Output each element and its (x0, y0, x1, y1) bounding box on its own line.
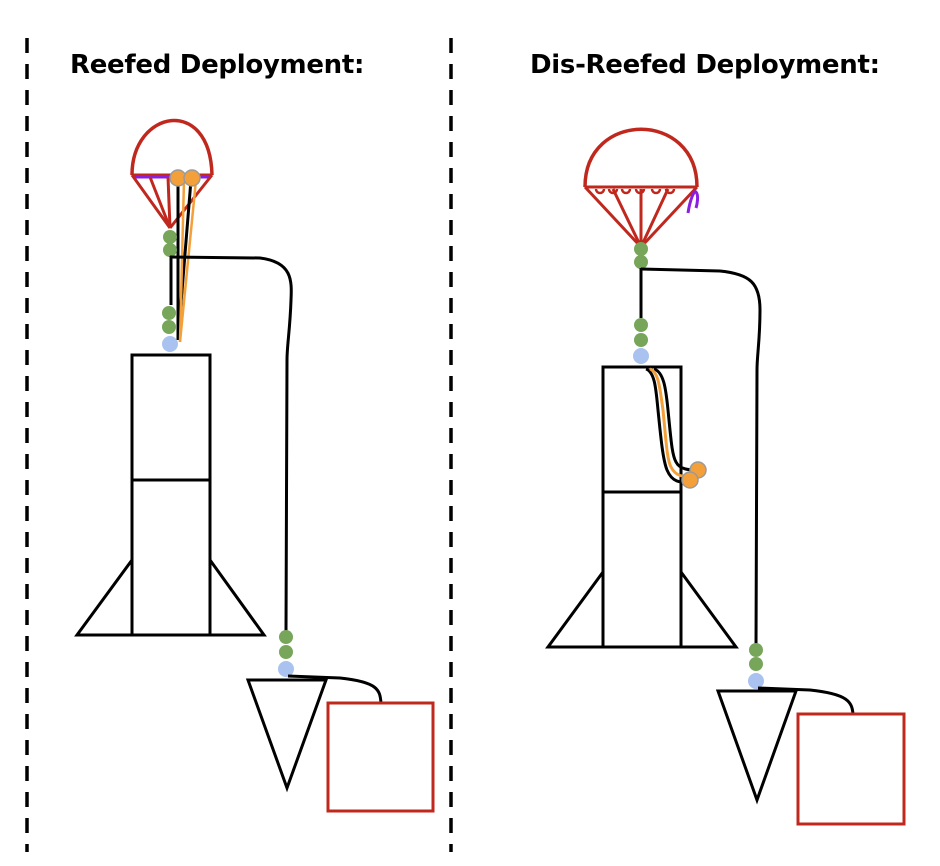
eyebolt (633, 348, 649, 364)
shock-cord-to-nosecone (640, 267, 762, 649)
quick-link (163, 243, 177, 257)
eyebolt (162, 336, 178, 352)
parachute-canopy-disreefed (583, 127, 700, 249)
quick-link (279, 645, 293, 659)
nose-cone-disreefed (715, 689, 799, 805)
payload-box-reefed (326, 701, 435, 813)
payload-box-disreefed (796, 712, 906, 826)
quick-link (634, 242, 648, 256)
line-cutters-disreefed (645, 367, 707, 489)
quick-link (634, 333, 648, 347)
panel-title-disreefed: Dis-Reefed Deployment: (530, 50, 880, 80)
line-cutters-reefed (169, 169, 201, 343)
quick-link (279, 630, 293, 644)
rocket-body-disreefed (545, 365, 739, 649)
disreefed-assembly (545, 127, 906, 826)
quick-link (634, 318, 648, 332)
shock-cord-to-nosecone (169, 255, 293, 633)
panel-title-reefed: Reefed Deployment: (70, 50, 365, 80)
cutter-2 (681, 471, 699, 489)
quick-link (749, 657, 763, 671)
quick-link (162, 306, 176, 320)
reefing-line-released (686, 190, 700, 214)
quick-link (634, 255, 648, 269)
reefed-assembly (74, 118, 435, 813)
nose-cone-reefed (245, 678, 329, 793)
eyebolt (278, 661, 294, 677)
quick-link (162, 320, 176, 334)
cutter-2 (183, 169, 201, 187)
quick-link (163, 230, 177, 244)
rocket-body-reefed (74, 353, 267, 637)
eyebolt (748, 673, 764, 689)
quick-link (749, 643, 763, 657)
